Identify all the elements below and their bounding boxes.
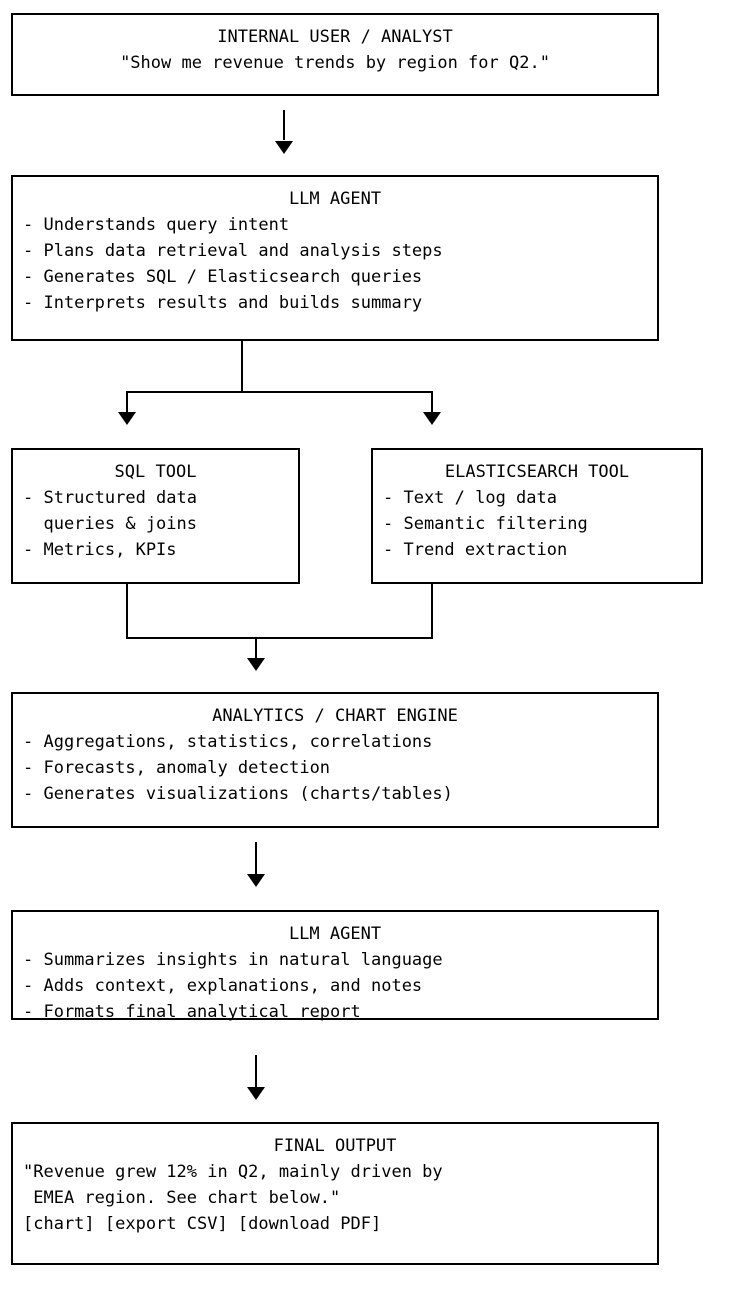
node-body-line: - Formats final analytical report xyxy=(23,1002,361,1022)
node-body-line: - Trend extraction xyxy=(383,540,568,560)
connector-line-branch-to-elasticsearch xyxy=(431,391,433,413)
node-body-line: - Semantic filtering xyxy=(383,514,588,534)
node-body-line: - Structured data xyxy=(23,488,197,508)
node-title: LLM AGENT xyxy=(288,924,382,944)
connector-arrowhead-agent-to-final-output xyxy=(247,1087,265,1100)
node-sql-tool: SQL TOOL - Structured data queries & joi… xyxy=(11,448,300,584)
node-body-line: EMEA region. See chart below." xyxy=(23,1188,341,1208)
node-final-output: FINAL OUTPUT "Revenue grew 12% in Q2, ma… xyxy=(11,1122,659,1265)
node-title: ELASTICSEARCH TOOL xyxy=(444,462,630,482)
node-body-line: - Forecasts, anomaly detection xyxy=(23,758,331,778)
node-llm-agent-primary: LLM AGENT - Understands query intent - P… xyxy=(11,175,659,341)
node-llm-agent-summarizer: LLM AGENT - Summarizes insights in natur… xyxy=(11,910,659,1022)
connector-arrowhead-analytics-to-agent xyxy=(247,874,265,887)
node-analytics-chart-engine: ANALYTICS / CHART ENGINE - Aggregations,… xyxy=(11,692,659,828)
node-body-line: "Revenue grew 12% in Q2, mainly driven b… xyxy=(23,1162,443,1182)
connector-arrowhead-branch-to-sql xyxy=(118,412,136,425)
node-title: ANALYTICS / CHART ENGINE xyxy=(212,706,458,726)
connector-line-merge-bar xyxy=(126,637,433,639)
connector-line-agent-branch-stem xyxy=(241,341,243,393)
node-elasticsearch-tool: ELASTICSEARCH TOOL - Text / log data - S… xyxy=(371,448,703,584)
node-body-line: "Show me revenue trends by region for Q2… xyxy=(120,53,550,73)
node-body-line: - Adds context, explanations, and notes xyxy=(23,976,423,996)
node-body-line: - Generates SQL / Elasticsearch queries xyxy=(23,267,423,287)
node-title: LLM AGENT xyxy=(288,189,382,209)
node-body-line: - Understands query intent xyxy=(23,215,290,235)
connector-line-agent-to-final-output xyxy=(255,1055,257,1087)
final-output-actions[interactable]: [chart] [export CSV] [download PDF] xyxy=(23,1214,382,1234)
node-body-line: queries & joins xyxy=(23,514,197,534)
node-body-line: - Generates visualizations (charts/table… xyxy=(23,784,453,804)
connector-line-analytics-to-agent xyxy=(255,842,257,874)
connector-arrowhead-user-to-agent xyxy=(275,141,293,154)
node-body-line: - Aggregations, statistics, correlations xyxy=(23,732,433,752)
connector-line-branch-to-sql xyxy=(126,391,128,413)
node-body-line: - Text / log data xyxy=(383,488,557,508)
connector-line-merge-stem xyxy=(255,637,257,659)
connector-line-elasticsearch-to-merge xyxy=(431,584,433,638)
connector-line-user-to-agent xyxy=(283,110,285,140)
node-body-line: - Interprets results and builds summary xyxy=(23,293,423,313)
node-body-line: - Metrics, KPIs xyxy=(23,540,177,560)
connector-arrowhead-merge-to-analytics xyxy=(247,658,265,671)
node-title: SQL TOOL xyxy=(114,462,197,482)
node-body-line: - Plans data retrieval and analysis step… xyxy=(23,241,443,261)
connector-line-sql-to-merge xyxy=(126,584,128,638)
connector-arrowhead-branch-to-elasticsearch xyxy=(423,412,441,425)
node-title: FINAL OUTPUT xyxy=(273,1136,397,1156)
node-body-line: - Summarizes insights in natural languag… xyxy=(23,950,443,970)
node-internal-user-analyst: INTERNAL USER / ANALYST "Show me revenue… xyxy=(11,13,659,96)
node-title: INTERNAL USER / ANALYST xyxy=(217,27,453,47)
connector-line-agent-branch-bar xyxy=(126,391,433,393)
